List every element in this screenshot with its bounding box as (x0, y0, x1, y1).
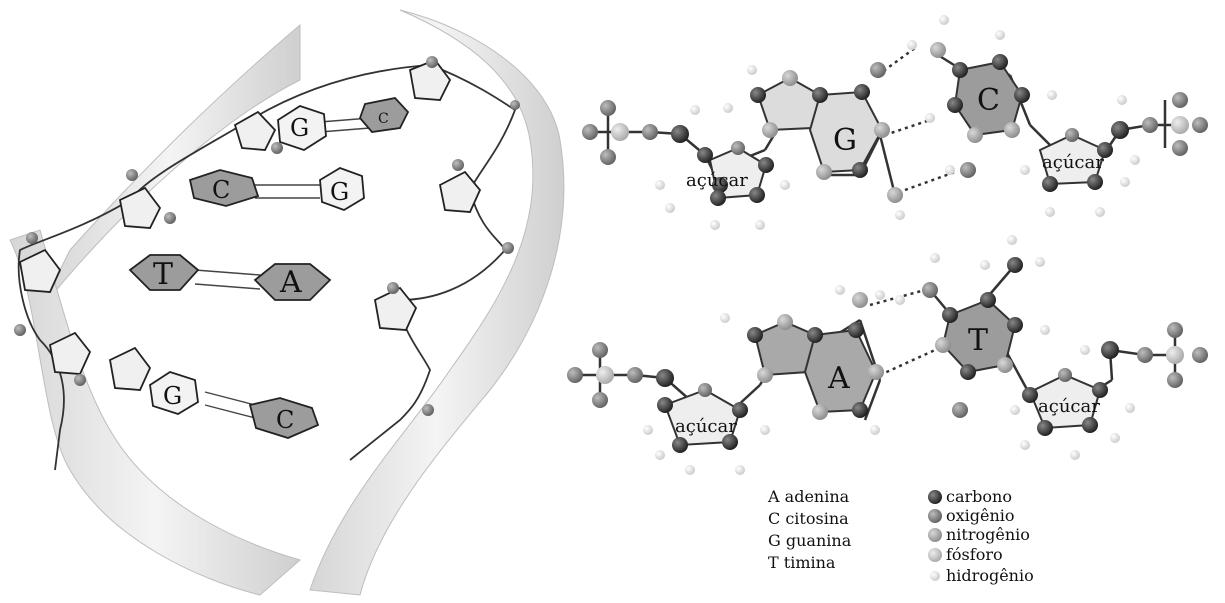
helix-phosphate (502, 242, 514, 254)
at-atoms (567, 257, 1208, 453)
gc-label-sugar-right: açúcar (1042, 152, 1104, 173)
helix-sugar (373, 286, 418, 331)
helix-base-ring (358, 97, 410, 133)
helix-backbone-1 (17, 64, 431, 471)
helix-base-ring (253, 263, 332, 301)
legend: A adenina C citosina G guanina T timina … (767, 487, 1034, 585)
helix-label-C2: C (212, 176, 230, 204)
legend-atom-phosphorus: fósforo (946, 545, 1003, 564)
helix-phosphate (452, 159, 464, 171)
helix-base-ring (277, 105, 327, 151)
helix-rung (204, 391, 256, 406)
gc-hbond (884, 118, 931, 137)
helix-base-ring (128, 254, 200, 291)
helix-ribbon-right (309, 9, 565, 596)
helix-rung (194, 269, 261, 276)
helix-label-A: A (279, 265, 302, 300)
legend-base-t: T timina (768, 553, 836, 572)
legend-phosphorus-dot (928, 548, 942, 562)
legend-oxygen-dot (928, 509, 942, 523)
gc-pair-molecule: G C açúcar açúcar (582, 15, 1208, 230)
helix-rung (319, 127, 371, 133)
double-helix: G C C G T A G C (9, 9, 565, 596)
helix-phosphate (387, 282, 399, 294)
helix-sugar (108, 346, 152, 391)
helix-phosphate (426, 56, 438, 68)
legend-atom-nitrogen: nitrogênio (946, 525, 1030, 544)
gc-label-g: G (833, 123, 857, 158)
helix-label-T: T (153, 257, 173, 292)
helix-sugar (48, 331, 92, 375)
helix-phosphate (126, 169, 138, 181)
helix-phosphate (74, 374, 86, 386)
helix-base-ring (149, 371, 199, 415)
legend-atom-carbon: carbono (946, 487, 1012, 506)
helix-base-ring (248, 397, 320, 439)
helix-sugar (438, 170, 482, 213)
helix-sugar (233, 110, 277, 151)
helix-base-ring (319, 167, 365, 211)
at-pair-molecule: A T açúcar açúcar (567, 235, 1208, 475)
legend-base-c: C citosina (768, 509, 849, 528)
at-hbond (879, 348, 936, 377)
helix-rung (204, 404, 256, 419)
legend-atom-oxygen: oxigênio (946, 506, 1015, 525)
helix-phosphate (26, 232, 38, 244)
gc-label-c: C (977, 83, 1000, 118)
legend-atom-hydrogen: hidrogênio (946, 566, 1034, 585)
helix-label-G1: G (290, 114, 309, 142)
at-label-sugar-left: açúcar (675, 416, 737, 437)
at-label-a: A (827, 361, 850, 396)
at-label-sugar-right: açúcar (1038, 396, 1100, 417)
helix-phosphate (14, 324, 26, 336)
legend-nitrogen-dot (928, 528, 942, 542)
helix-phosphate (164, 212, 176, 224)
helix-sugar (18, 248, 62, 293)
helix-label-G2: G (330, 178, 349, 206)
at-hydrogens (643, 235, 1135, 475)
legend-hydrogen-dot (930, 571, 940, 581)
gc-hydrogens (655, 15, 1140, 230)
legend-carbon-dot (928, 490, 942, 504)
helix-label-G3: G (163, 382, 182, 410)
helix-label-C1: C (378, 111, 389, 127)
helix-label-C3: C (276, 406, 294, 434)
helix-phosphate (510, 100, 520, 110)
at-label-t: T (968, 323, 988, 358)
helix-rung (194, 283, 261, 290)
helix-phosphate (422, 404, 434, 416)
gc-hbond (904, 170, 956, 192)
helix-base-ring (188, 169, 260, 207)
helix-sugar (118, 186, 162, 229)
gc-atoms (582, 42, 1208, 206)
legend-base-a: A adenina (767, 487, 850, 506)
legend-base-g: G guanina (768, 531, 852, 550)
gc-label-sugar-left: açúcar (686, 170, 748, 191)
helix-phosphate (271, 142, 283, 154)
